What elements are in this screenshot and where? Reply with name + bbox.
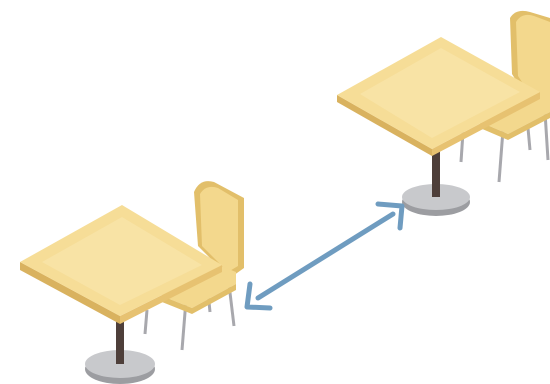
distance-arrow-head-end — [375, 201, 405, 231]
distance-arrow — [244, 201, 405, 311]
distance-arrow-head-start — [244, 281, 273, 311]
tabletop-right — [337, 37, 540, 156]
tabletop-left — [20, 205, 222, 324]
table-pedestal-left — [116, 318, 124, 364]
chair-backrest-left — [194, 181, 244, 278]
table-set-right — [337, 10, 550, 216]
distance-arrow-shaft — [255, 211, 396, 301]
chair-backrest-right — [510, 10, 550, 113]
table-pedestal-right — [432, 150, 440, 197]
table-set-left — [20, 181, 244, 384]
